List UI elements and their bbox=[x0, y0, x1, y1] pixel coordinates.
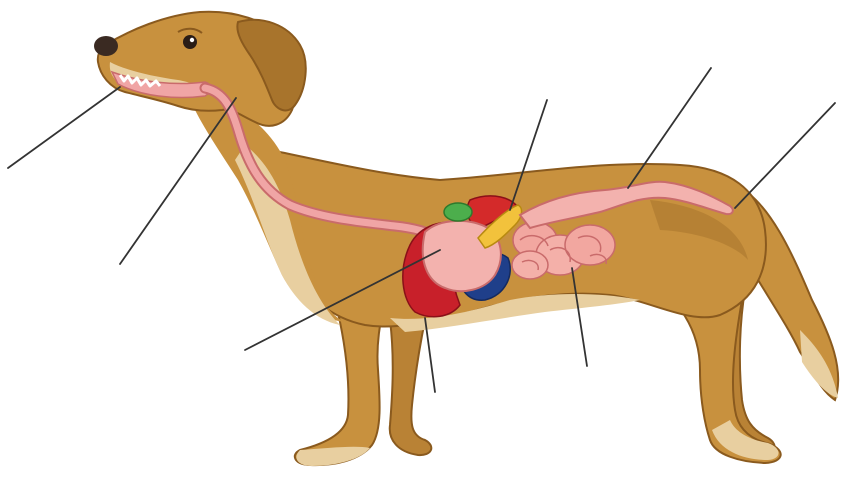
leader-line-mouth bbox=[8, 87, 120, 168]
gallbladder bbox=[444, 203, 472, 221]
dog-eye bbox=[183, 35, 197, 49]
dog-front-leg-back bbox=[390, 320, 432, 455]
leader-line-rectum bbox=[735, 103, 835, 208]
intestine-loop-3 bbox=[565, 225, 615, 265]
intestine-loop-4 bbox=[512, 251, 548, 279]
dog-nose bbox=[94, 36, 118, 56]
dog-eye-highlight bbox=[190, 38, 194, 42]
leader-line-esophagus bbox=[120, 98, 236, 264]
dog-front-paw bbox=[296, 447, 370, 466]
